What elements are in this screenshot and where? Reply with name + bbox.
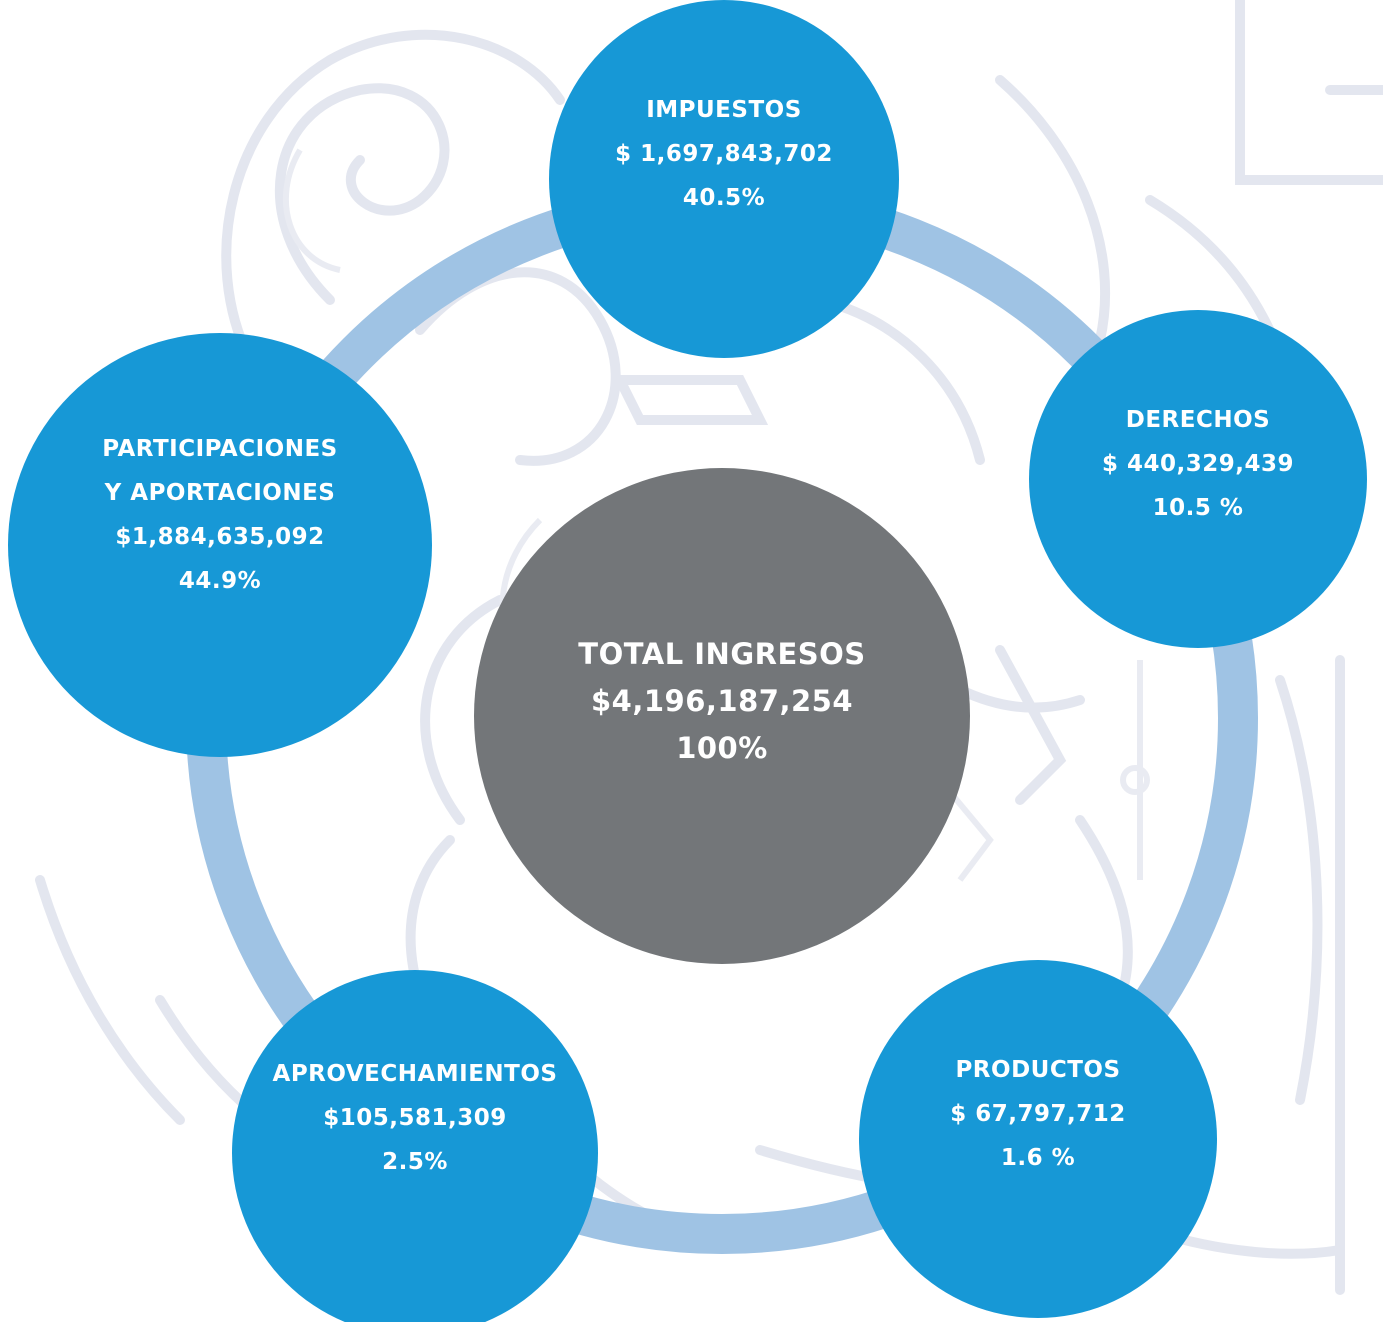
derechos-percent: 10.5 % xyxy=(1152,495,1244,521)
impuestos-node: IMPUESTOS $ 1,697,843,702 40.5% xyxy=(549,0,899,358)
productos-title: PRODUCTOS xyxy=(955,1057,1121,1083)
aprovechamientos-amount: $105,581,309 xyxy=(323,1105,507,1131)
total-ingresos-node: TOTAL INGRESOS $4,196,187,254 100% xyxy=(474,468,970,964)
productos-node: PRODUCTOS $ 67,797,712 1.6 % xyxy=(859,960,1217,1318)
participaciones-percent: 44.9% xyxy=(178,568,262,594)
total-title: TOTAL INGRESOS xyxy=(578,636,866,671)
impuestos-title: IMPUESTOS xyxy=(646,97,802,123)
participaciones-title-line1: PARTICIPACIONES xyxy=(102,436,338,462)
impuestos-percent: 40.5% xyxy=(682,185,766,211)
productos-amount: $ 67,797,712 xyxy=(950,1101,1126,1127)
total-amount: $4,196,187,254 xyxy=(590,683,853,718)
participaciones-amount: $1,884,635,092 xyxy=(115,524,325,550)
aprovechamientos-node: APROVECHAMIENTOS $105,581,309 2.5% xyxy=(232,970,598,1322)
derechos-amount: $ 440,329,439 xyxy=(1101,451,1295,477)
participaciones-node: PARTICIPACIONES Y APORTACIONES $1,884,63… xyxy=(8,333,432,757)
derechos-node: DERECHOS $ 440,329,439 10.5 % xyxy=(1029,310,1367,648)
aprovechamientos-percent: 2.5% xyxy=(382,1149,448,1175)
impuestos-amount: $ 1,697,843,702 xyxy=(615,141,833,167)
derechos-title: DERECHOS xyxy=(1125,407,1271,433)
aprovechamientos-title: APROVECHAMIENTOS xyxy=(272,1061,558,1087)
participaciones-title-line2: Y APORTACIONES xyxy=(104,480,336,506)
productos-percent: 1.6 % xyxy=(1000,1145,1076,1171)
total-percent: 100% xyxy=(676,730,768,765)
